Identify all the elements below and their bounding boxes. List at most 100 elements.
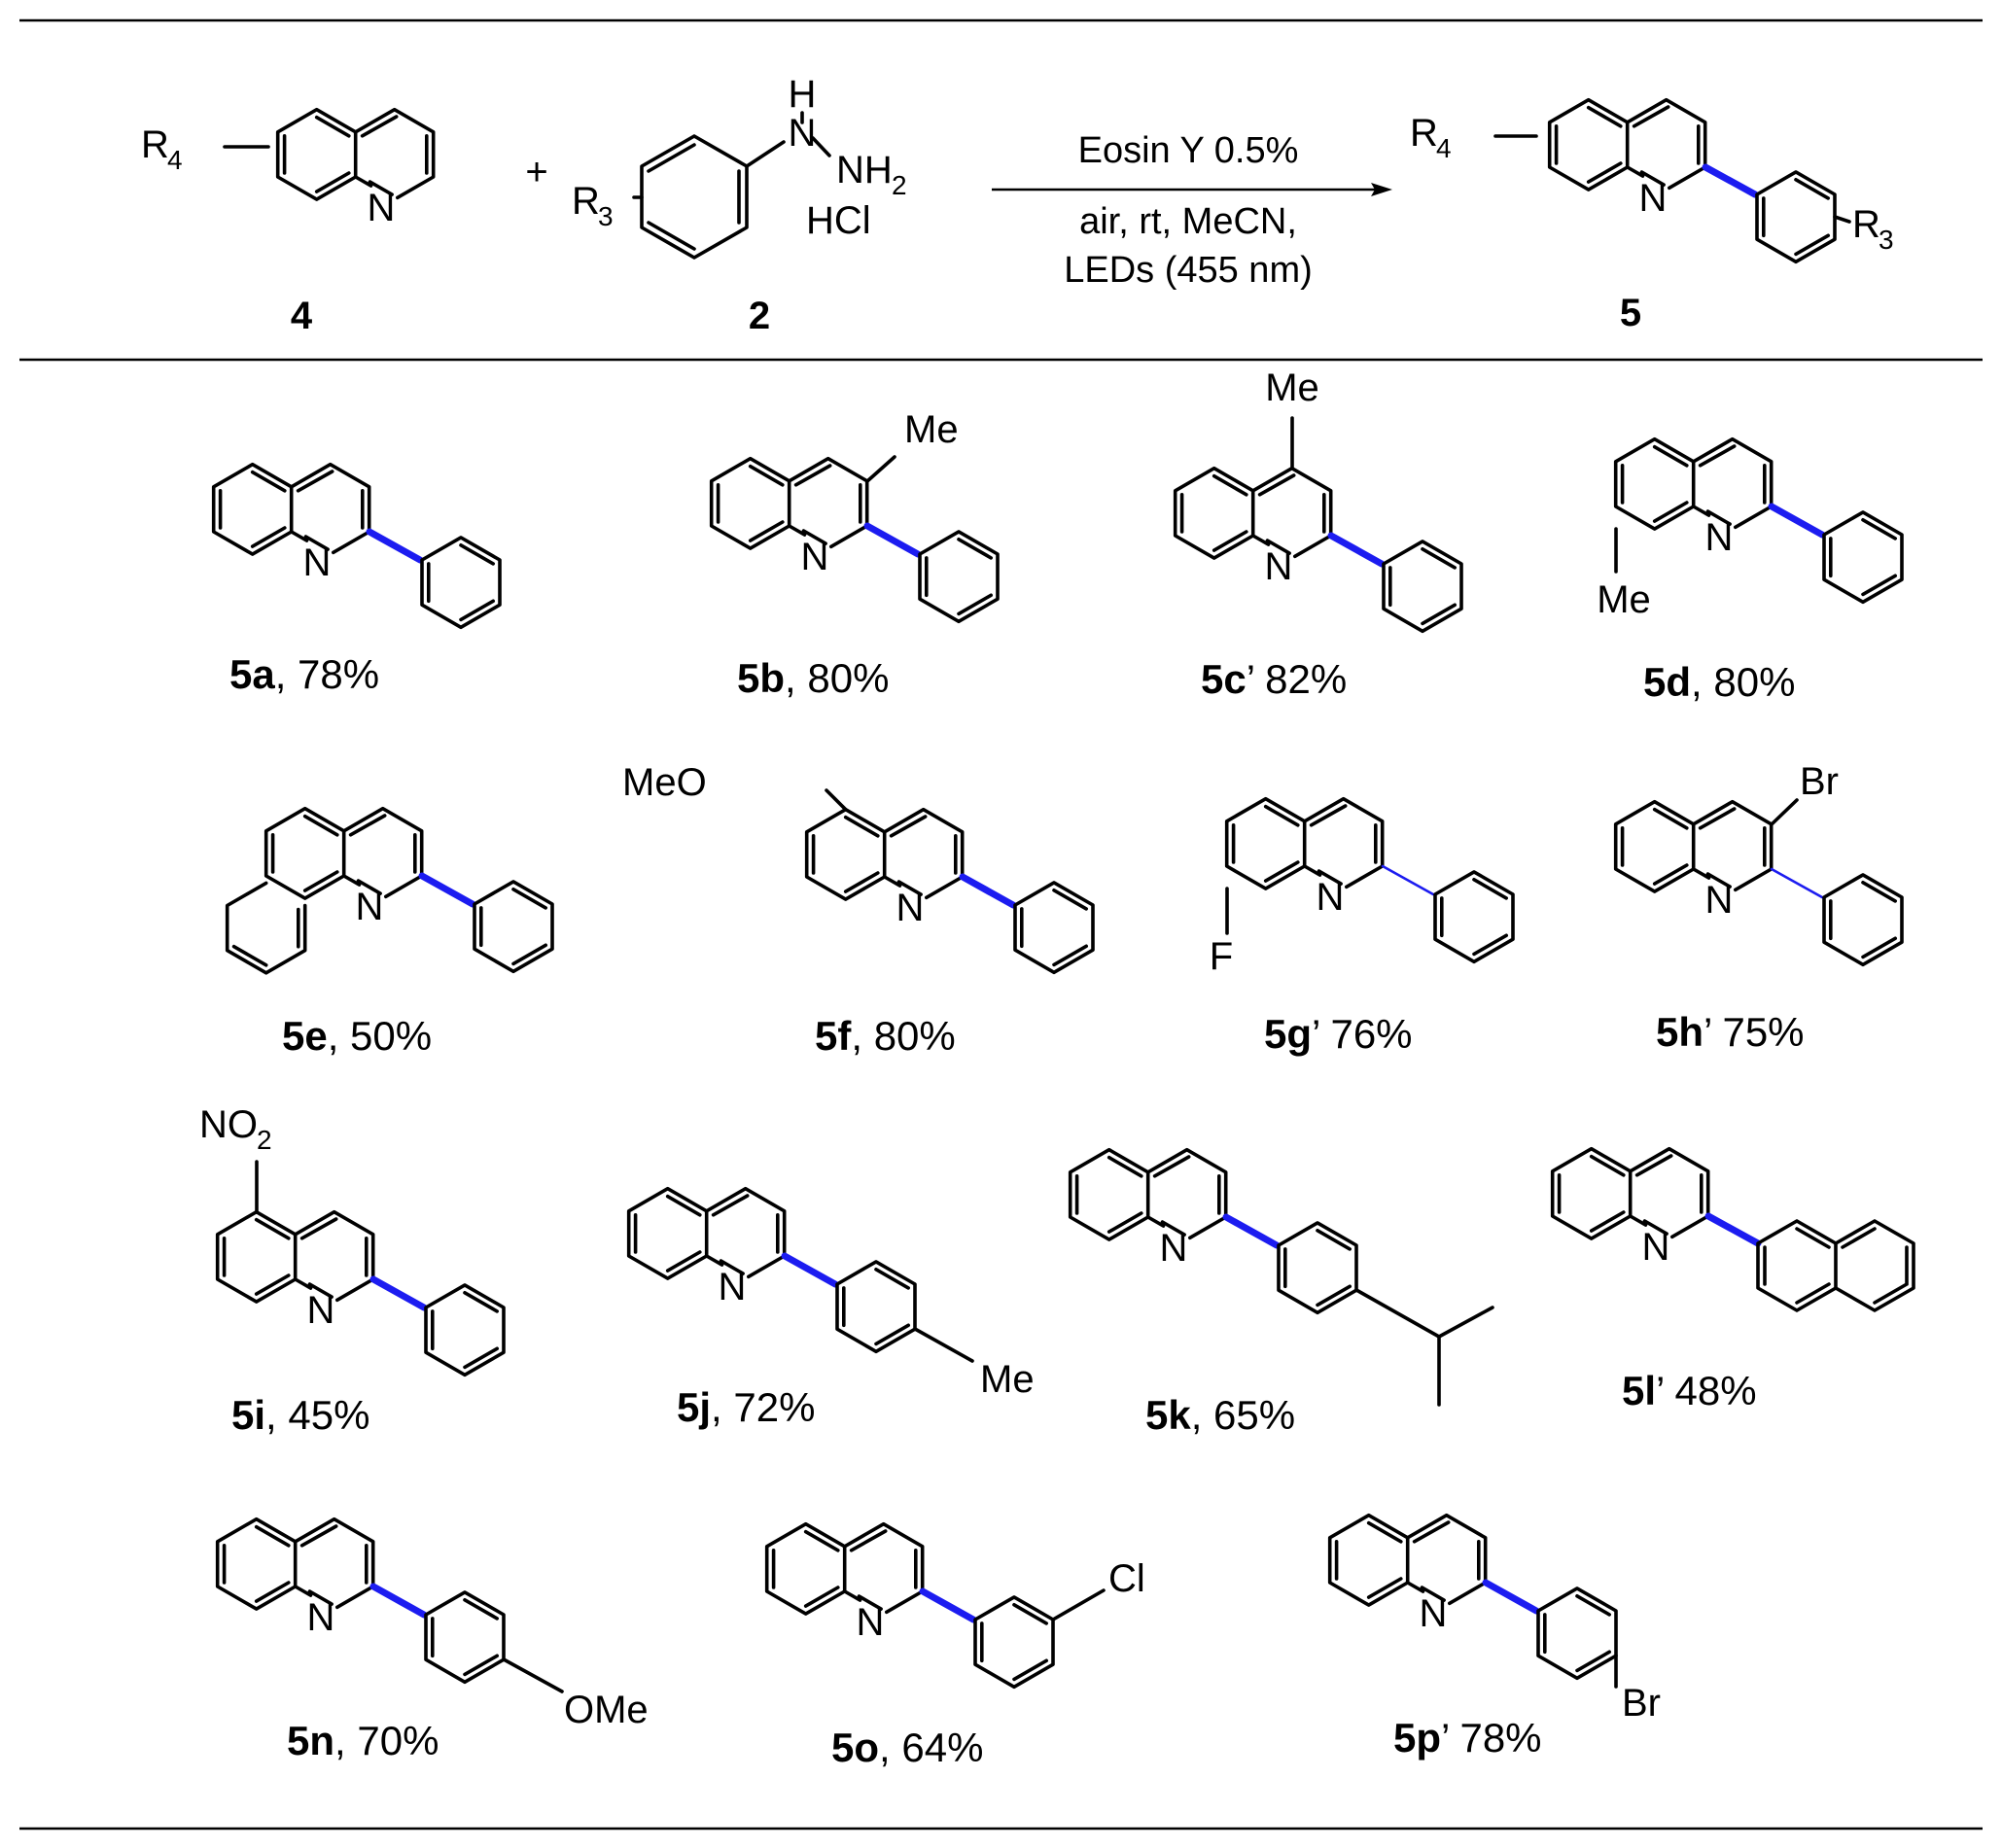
atom-label: ’ 48% xyxy=(1656,1368,1757,1413)
product-5-general: N R 3 R 4 5 xyxy=(1410,97,1894,334)
bond xyxy=(215,1517,375,1611)
atom-label: ’ 75% xyxy=(1703,1009,1805,1055)
condition-catalyst: Eosin Y 0.5% xyxy=(1078,130,1299,171)
bond xyxy=(263,806,424,900)
bond xyxy=(275,107,436,201)
bond xyxy=(918,530,1000,624)
compound-label: 2 xyxy=(749,295,770,337)
bond xyxy=(1173,466,1333,560)
bond xyxy=(1770,867,1824,899)
atom-label: N xyxy=(1642,1226,1670,1269)
atom-label: NH xyxy=(836,149,893,192)
atom-label: 5h xyxy=(1656,1009,1703,1055)
bond xyxy=(709,456,869,550)
atom-label: N xyxy=(719,1266,747,1308)
atom-label: 5l xyxy=(1622,1368,1656,1413)
compound-caption: 5h’ 75% xyxy=(1656,1009,1805,1055)
compound-caption: 5d, 80% xyxy=(1643,659,1795,705)
bond xyxy=(1381,864,1435,896)
bond xyxy=(811,136,831,157)
atom-label: , 65% xyxy=(1191,1392,1295,1438)
bond xyxy=(1482,1579,1540,1615)
atom-label: 2 xyxy=(257,1125,272,1155)
compound-label: 4 xyxy=(291,295,313,337)
bond xyxy=(424,1590,506,1685)
atom-label: N xyxy=(307,1596,335,1639)
atom-label: 2 xyxy=(892,170,907,200)
bond xyxy=(640,134,749,260)
bond xyxy=(973,1595,1055,1690)
atom-label: 5j xyxy=(677,1384,711,1430)
compound-caption: 5a, 78% xyxy=(229,651,379,697)
reactant-arylhydrazine-2: H N NH 2 HCl R 3 2 xyxy=(572,73,907,337)
bond xyxy=(863,522,922,558)
atom-label: R xyxy=(1410,112,1438,155)
atom-label: N xyxy=(368,187,396,229)
atom-label: , 80% xyxy=(1691,659,1795,705)
atom-label: ’ 78% xyxy=(1441,1715,1542,1761)
bond xyxy=(745,140,786,168)
bond xyxy=(369,1583,428,1619)
bond xyxy=(225,881,307,975)
atom-label: 4 xyxy=(1436,133,1452,163)
atom-label: Br xyxy=(1800,760,1839,803)
atom-label: 5k xyxy=(1145,1392,1191,1438)
compound-caption: 5j, 72% xyxy=(677,1384,815,1430)
atom-label: , 70% xyxy=(334,1718,439,1763)
condition-light: LEDs (455 nm) xyxy=(1064,250,1313,291)
bond xyxy=(420,536,502,630)
compound-5d: N Me 5d, 80% xyxy=(1597,436,1904,705)
atom-label: 5n xyxy=(287,1718,334,1763)
bond xyxy=(418,872,476,908)
atom-label: 5o xyxy=(831,1725,879,1770)
atom-label: Me xyxy=(980,1358,1035,1401)
naphthyl-group xyxy=(1756,1219,1915,1312)
bond xyxy=(1433,870,1515,964)
atom-label: 5c xyxy=(1201,656,1247,702)
bond xyxy=(1768,503,1826,539)
bond xyxy=(366,528,424,564)
atom-label: N xyxy=(789,112,817,155)
compound-5i: N NO 2 5i, 45% xyxy=(199,1103,506,1438)
atom-label: N xyxy=(307,1289,335,1332)
bond xyxy=(825,788,848,812)
atom-label: ’ 76% xyxy=(1312,1011,1413,1057)
atom-label: Me xyxy=(1597,578,1651,621)
compound-caption: 5n, 70% xyxy=(287,1718,439,1763)
bond xyxy=(913,1327,974,1363)
compound-caption: 5k, 65% xyxy=(1145,1392,1295,1438)
atom-label: Me xyxy=(1265,366,1319,409)
compound-5p: N Br 5p’ 78% xyxy=(1327,1513,1661,1761)
atom-label: 3 xyxy=(598,201,614,231)
atom-label: R xyxy=(572,180,600,223)
atom-label: 4 xyxy=(167,145,183,175)
atom-label: 3 xyxy=(1879,225,1894,255)
atom-label: R xyxy=(141,123,169,166)
compound-5n: N OMe 5n, 70% xyxy=(215,1517,649,1763)
atom-label: , 45% xyxy=(265,1392,369,1438)
condition-solvent: air, rt, MeCN, xyxy=(1079,201,1297,242)
compound-5g: N F 5g’ 76% xyxy=(1210,796,1515,1057)
bond xyxy=(502,1657,564,1693)
bond xyxy=(1833,215,1851,224)
compound-5k: N 5k, 65% xyxy=(1068,1147,1494,1438)
bond xyxy=(1437,1306,1494,1339)
bond xyxy=(1822,510,1904,605)
bond xyxy=(1013,881,1095,975)
bond xyxy=(1613,799,1774,893)
bond xyxy=(919,1587,977,1623)
atom-label: Me xyxy=(904,408,959,451)
bond xyxy=(1327,532,1386,568)
atom-label: 5a xyxy=(229,651,275,697)
atom-label: 5b xyxy=(737,655,785,701)
bond xyxy=(835,1260,917,1354)
compound-5o: N Cl 5o, 64% xyxy=(764,1521,1145,1770)
bond xyxy=(1371,183,1392,196)
atom-label: 5p xyxy=(1393,1715,1441,1761)
compound-caption: 5c’ 82% xyxy=(1201,656,1347,702)
atom-label: NO xyxy=(199,1103,258,1146)
atom-label: N xyxy=(801,536,829,578)
reaction-arrow-conditions: Eosin Y 0.5% air, rt, MeCN, LEDs (455 nm… xyxy=(992,130,1392,291)
bond xyxy=(1756,1219,1838,1312)
